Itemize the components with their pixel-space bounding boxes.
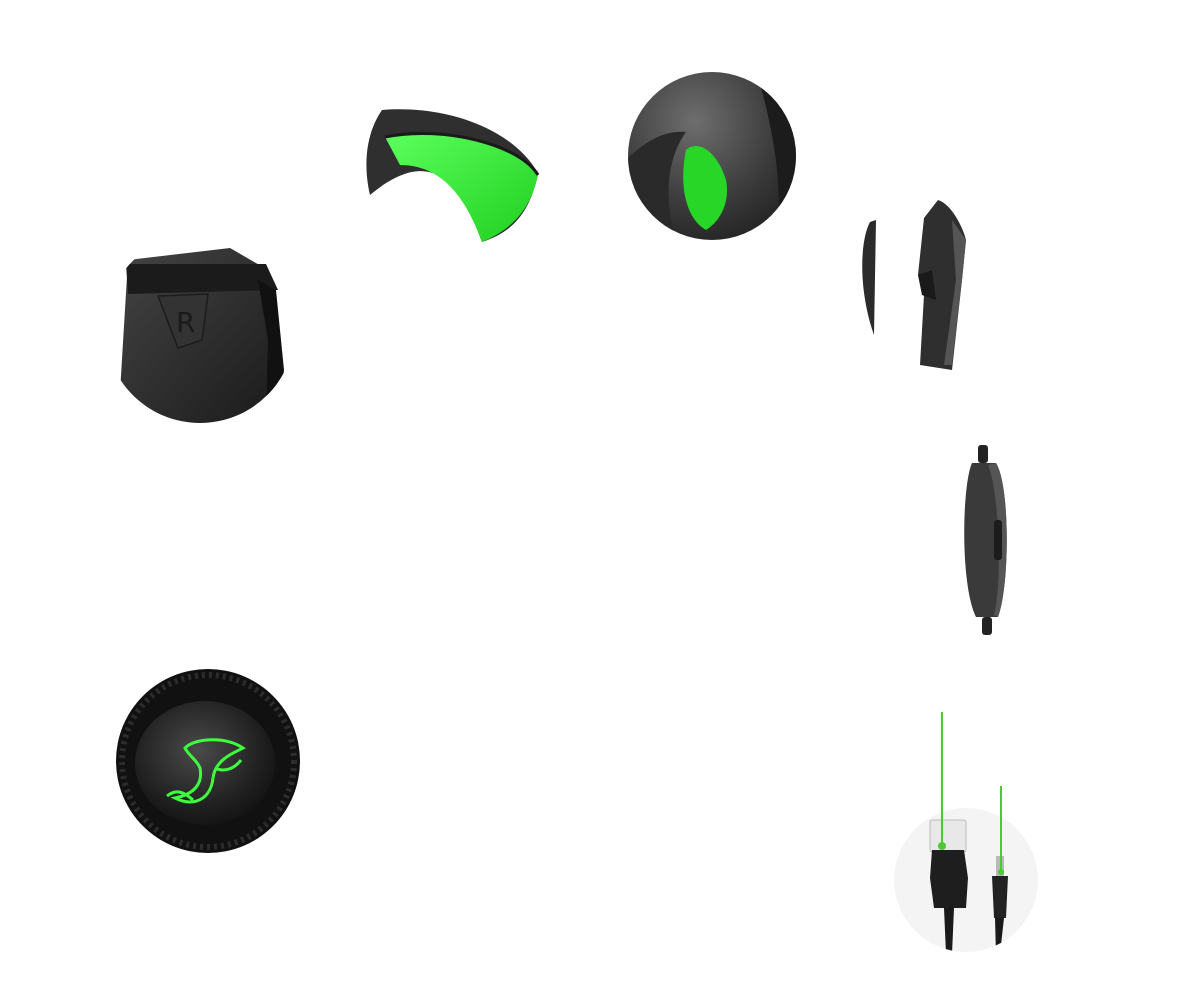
- earcup-side-label: R: [176, 306, 195, 339]
- ear-cushion-icon: [628, 72, 796, 240]
- snake-logo-icon: [116, 669, 300, 853]
- mic-boom-detail: [852, 200, 972, 370]
- headband-cushion-detail: [360, 105, 542, 245]
- earcup-side-icon: R: [118, 233, 288, 423]
- inline-control-detail: [958, 445, 1012, 635]
- connectors-detail: [892, 708, 1040, 954]
- inline-volume-control-icon: [964, 445, 1007, 635]
- headband-cushion-icon: [366, 109, 540, 242]
- usb-and-audio-jack-icon: [894, 712, 1038, 952]
- earcup-logo-detail: [115, 668, 301, 854]
- ear-cushion-detail: [626, 70, 798, 242]
- earcup-side-detail: R: [118, 230, 288, 425]
- mic-boom-icon: [862, 200, 966, 370]
